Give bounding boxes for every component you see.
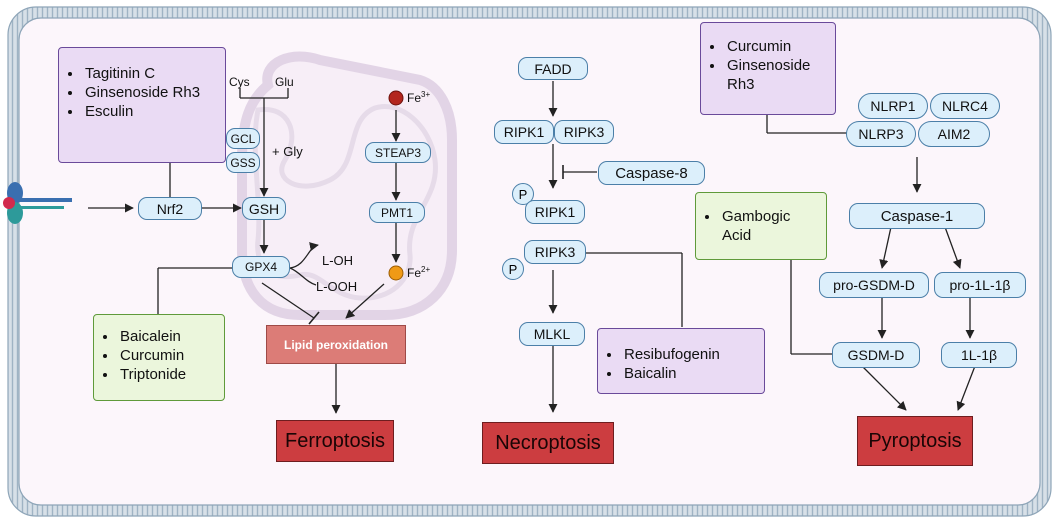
fe2-charge: 2+ xyxy=(421,265,431,274)
l-ooh-label: L-OOH xyxy=(316,279,358,294)
inhibitor-item: Curcumin xyxy=(725,37,835,56)
il1b-node: 1L-1β xyxy=(941,342,1017,368)
ripk1-node: RIPK1 xyxy=(494,120,554,144)
caspase1-node: Caspase-1 xyxy=(849,203,985,229)
membrane-receptor-icon xyxy=(3,182,72,224)
necroptosis-inhibitor-box: Resibufogenin Baicalin xyxy=(597,328,765,394)
pyroptosis-outcome: Pyroptosis xyxy=(857,416,973,466)
inhibitor-item: Tagitinin C xyxy=(83,64,225,83)
glu-label: Glu xyxy=(275,75,294,89)
inhibitor-item: Baicalin xyxy=(622,364,764,383)
fe2-label: Fe2+ xyxy=(407,265,430,280)
cys-label: Cys xyxy=(229,75,250,89)
inhibitor-item: Curcumin xyxy=(118,346,224,365)
connectors xyxy=(88,81,976,414)
nlrc4-node: NLRC4 xyxy=(930,93,1000,119)
inhibitor-item: Ginsenoside Rh3 xyxy=(83,83,225,102)
pro-il1b-node: pro-1L-1β xyxy=(934,272,1026,298)
pyroptosis-top-inhibitor-box: Curcumin Ginsenoside Rh3 xyxy=(700,22,836,115)
phospho-ripk1-icon: P xyxy=(512,183,534,205)
aim2-node: AIM2 xyxy=(918,121,990,147)
ferroptosis-outcome: Ferroptosis xyxy=(276,420,394,462)
inhibitor-item: Baicalein xyxy=(118,327,224,346)
steap3-node: STEAP3 xyxy=(365,142,431,163)
inhibitor-item: Resibufogenin xyxy=(622,345,764,364)
phospho-ripk3-icon: P xyxy=(502,258,524,280)
inhibitor-item: Ginsenoside Rh3 xyxy=(725,56,835,94)
gpx4-node: GPX4 xyxy=(232,256,290,278)
p-ripk3-node: RIPK3 xyxy=(524,240,586,264)
p-ripk1-node: RIPK1 xyxy=(525,200,585,224)
inhibitor-item: Triptonide xyxy=(118,365,224,384)
fadd-node: FADD xyxy=(518,57,588,80)
pyroptosis-left-inhibitor-box: Gambogic Acid xyxy=(695,192,827,260)
gss-node: GSS xyxy=(226,152,260,173)
l-oh-label: L-OH xyxy=(322,253,354,268)
mlkl-node: MLKL xyxy=(519,322,585,346)
gsdmd-node: GSDM-D xyxy=(832,342,920,368)
nlrp1-node: NLRP1 xyxy=(858,93,928,119)
necroptosis-outcome: Necroptosis xyxy=(482,422,614,464)
fe3-ion-icon xyxy=(388,90,404,106)
nlrp3-node: NLRP3 xyxy=(846,121,916,147)
fe3-charge: 3+ xyxy=(421,90,431,99)
lipid-peroxidation-box: Lipid peroxidation xyxy=(266,325,406,364)
gcl-node: GCL xyxy=(226,128,260,149)
ferroptosis-bottom-inhibitor-box: Baicalein Curcumin Triptonide xyxy=(93,314,225,401)
ferroptosis-top-inhibitor-box: Tagitinin C Ginsenoside Rh3 Esculin xyxy=(58,47,226,163)
caspase8-node: Caspase-8 xyxy=(598,161,705,185)
fe3-base: Fe xyxy=(407,91,422,105)
ripk3-node: RIPK3 xyxy=(554,120,614,144)
fe2-ion-icon xyxy=(388,265,404,281)
pmt1-node: PMT1 xyxy=(369,202,425,223)
inhibitor-item: Gambogic Acid xyxy=(720,207,816,245)
fe2-base: Fe xyxy=(407,266,422,280)
pro-gsdmd-node: pro-GSDM-D xyxy=(819,272,929,298)
gly-label: + Gly xyxy=(272,144,303,159)
nrf2-node: Nrf2 xyxy=(138,197,202,220)
gsh-node: GSH xyxy=(242,197,286,220)
inhibitor-item: Esculin xyxy=(83,102,225,121)
fe3-label: Fe3+ xyxy=(407,90,430,105)
